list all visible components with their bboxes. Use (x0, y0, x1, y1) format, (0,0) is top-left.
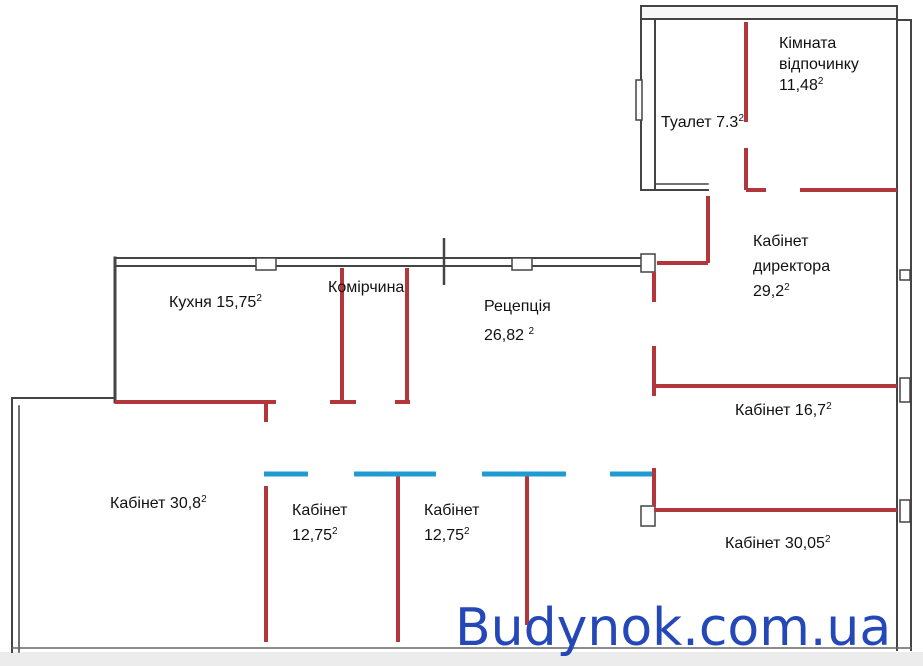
window-right-1 (899, 269, 911, 281)
room-label-line: Кабінет (292, 502, 348, 519)
room-label-line: Кабінет 30,052 (725, 534, 831, 553)
room-label-line: відпочинку (779, 56, 859, 73)
room-label-line: 11,482 (779, 76, 824, 95)
window-right-3 (899, 499, 911, 523)
floor-band (0, 652, 923, 666)
room-label-office-16-7: Кабінет 16,72 (735, 400, 832, 421)
room-label-toilet: Туалет 7.32 (661, 112, 744, 133)
room-label-line: Кабінет 16,72 (735, 401, 832, 420)
room-label-line: 12,752 (292, 526, 338, 545)
windows (255, 79, 911, 527)
room-label-line: 12,752 (424, 526, 470, 545)
column-reception (640, 253, 656, 273)
room-label-line: Кухня 15,752 (169, 293, 262, 312)
room-label-rest: Кімната відпочинку 11,482 (779, 33, 859, 96)
room-label-line: Кабінет (753, 233, 809, 250)
room-label-office-30-8: Кабінет 30,82 (110, 493, 207, 514)
outer-walls (11, 5, 912, 653)
room-label-storage: Комірчина (328, 277, 404, 298)
window-reception (511, 257, 533, 271)
window-toilet (635, 79, 643, 121)
room-label-line: Комірчина (328, 279, 405, 296)
room-label-reception: Рецепція 26,82 2 (484, 292, 551, 350)
outer-wall-top-block (640, 5, 898, 20)
window-kitchen (255, 257, 277, 271)
room-label-kitchen: Кухня 15,752 (169, 292, 262, 313)
column-lower (640, 505, 656, 527)
room-label-line: Кімната (779, 35, 837, 52)
room-label-line: 29,22 (753, 282, 790, 301)
room-label-line: Рецепція (484, 298, 551, 315)
room-label-director: Кабінет директора 29,22 (753, 229, 830, 304)
room-label-line: Туалет 7.32 (661, 113, 744, 132)
partitions (115, 22, 897, 642)
room-label-line: Кабінет 30,82 (110, 494, 207, 513)
room-label-line: директора (753, 258, 831, 275)
watermark: Budynok.com.ua (455, 598, 892, 658)
room-label-line: Кабінет (424, 502, 480, 519)
room-label-office-30-05: Кабінет 30,052 (725, 533, 831, 554)
room-label-office-12-75-a: Кабінет 12,752 (292, 498, 347, 548)
room-label-line: 26,82 2 (484, 326, 535, 345)
room-label-office-12-75-b: Кабінет 12,752 (424, 498, 479, 548)
window-right-2 (899, 377, 911, 403)
